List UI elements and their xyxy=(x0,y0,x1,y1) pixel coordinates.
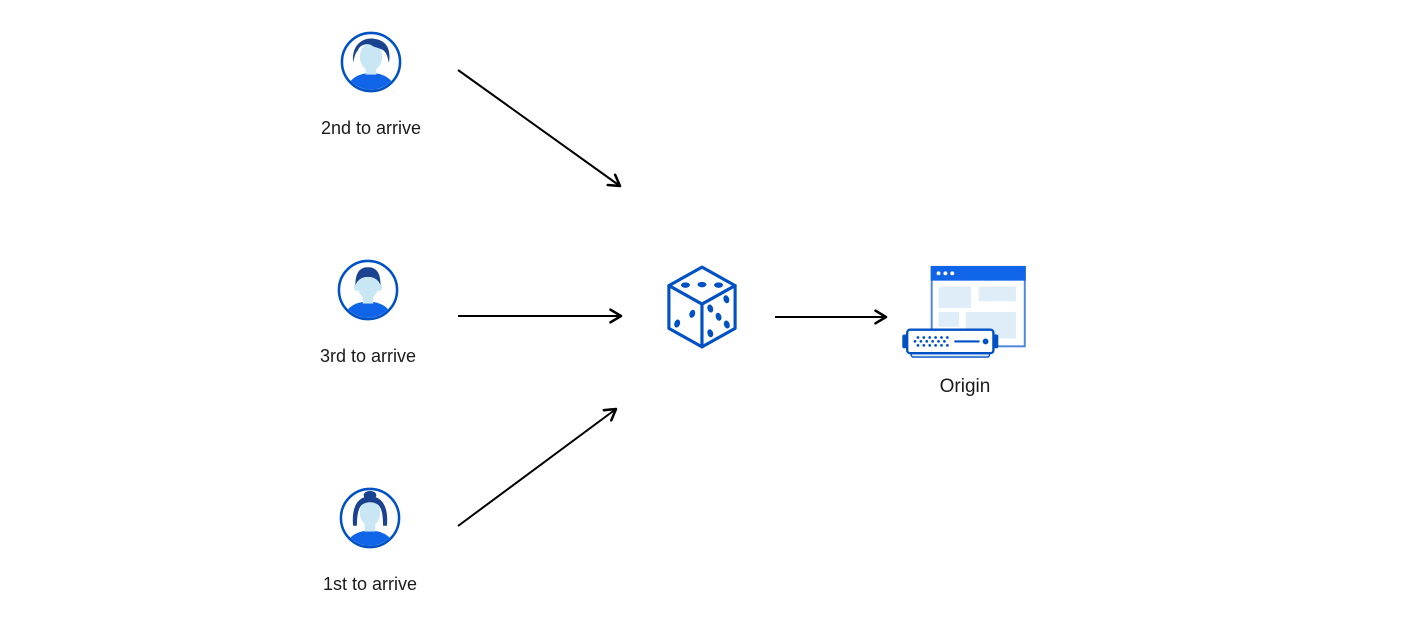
server-vent-dots xyxy=(913,336,949,347)
user-1st-label: 1st to arrive xyxy=(322,574,418,594)
arrow-user1st-to-dice xyxy=(457,407,618,527)
origin-label: Origin xyxy=(939,376,991,397)
avatar-female-bun-icon xyxy=(339,487,401,549)
node-user-1st: 1st to arrive xyxy=(300,487,440,596)
arrow-user2nd-to-dice xyxy=(457,69,622,188)
node-user-3rd: 3rd to arrive xyxy=(298,259,438,368)
node-dice xyxy=(665,263,739,351)
node-origin: Origin xyxy=(900,264,1030,399)
avatar-male-short-hair-icon xyxy=(337,259,399,321)
origin-server-icon xyxy=(902,265,1026,358)
avatar-male-wavy-hair-icon xyxy=(340,31,402,93)
user-2nd-label: 2nd to arrive xyxy=(320,118,422,138)
user-3rd-label: 3rd to arrive xyxy=(319,346,417,366)
node-user-2nd: 2nd to arrive xyxy=(301,31,441,140)
dice-icon xyxy=(667,265,737,349)
